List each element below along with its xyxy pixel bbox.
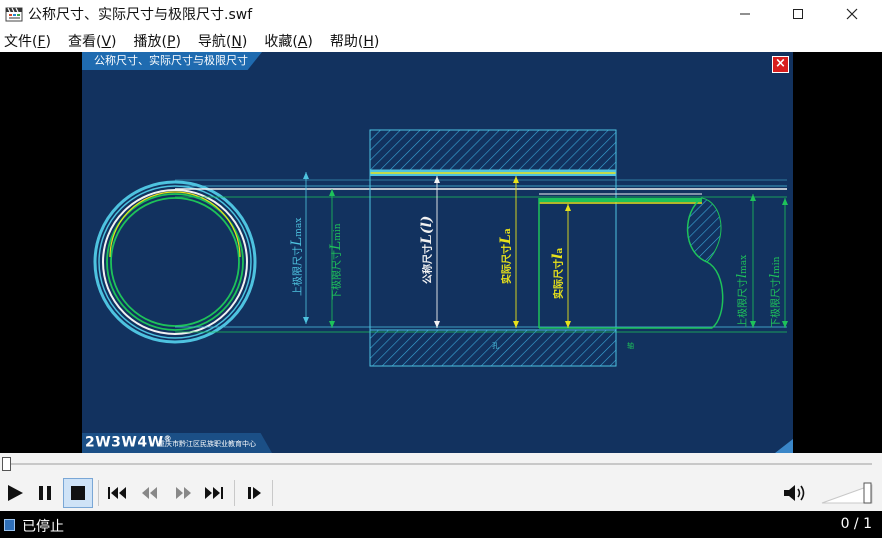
label-upper-limit-right: 上极限尺寸lmax	[735, 255, 750, 328]
dimension-arrows	[303, 172, 788, 328]
label-nominal-size: 公称尺寸L(l)	[419, 216, 435, 284]
menu-help[interactable]: 帮助(H)	[329, 34, 380, 50]
close-icon	[846, 8, 858, 20]
maximize-icon	[793, 9, 803, 19]
fast-forward-button[interactable]	[168, 478, 198, 508]
pause-icon	[39, 486, 51, 500]
step-forward-icon	[248, 487, 261, 499]
skip-to-end-button[interactable]	[199, 478, 229, 508]
document-icon	[4, 519, 15, 531]
label-lower-limit-left: 下极限尺寸Lmin	[328, 223, 344, 300]
brand-logo-text: 2W3W4W®	[85, 434, 173, 451]
separator	[272, 480, 273, 506]
cross-section-circles	[93, 180, 257, 344]
movie-stage: 公称尺寸、实际尺寸与极限尺寸 ×	[0, 52, 882, 453]
minimize-icon	[740, 13, 750, 15]
film-clapper-icon	[5, 7, 23, 22]
separator	[98, 480, 99, 506]
menu-bar: 文件(F) 查看(V) 播放(P) 导航(N) 收藏(A) 帮助(H)	[0, 28, 882, 52]
page-counter: 0 / 1	[840, 516, 872, 532]
brand-banner: 2W3W4W® 重庆市黔江区民族职业教育中心	[82, 433, 272, 453]
stop-icon	[71, 486, 85, 500]
speaker-icon	[784, 485, 805, 501]
fast-forward-icon	[176, 487, 191, 499]
window-edge	[876, 0, 882, 538]
seek-track[interactable]	[8, 463, 872, 465]
flash-movie[interactable]: 公称尺寸、实际尺寸与极限尺寸 ×	[82, 52, 793, 453]
mute-button[interactable]	[780, 478, 810, 508]
stop-button[interactable]	[63, 478, 93, 508]
menu-navigate[interactable]: 导航(N)	[197, 34, 248, 50]
menu-file[interactable]: 文件(F)	[4, 34, 51, 50]
volume-slider[interactable]	[820, 481, 876, 505]
title-bar: 公称尺寸、实际尺寸与极限尺寸.swf	[0, 0, 882, 28]
shaft	[538, 193, 724, 329]
rewind-button[interactable]	[135, 478, 165, 508]
separator	[234, 480, 235, 506]
step-forward-button[interactable]	[240, 478, 270, 508]
menu-favorites[interactable]: 收藏(A)	[264, 34, 313, 50]
skip-to-start-button[interactable]	[102, 478, 132, 508]
playback-controls	[0, 475, 882, 511]
play-button[interactable]	[0, 478, 30, 508]
label-lower-limit-right: 下极限尺寸lmin	[768, 256, 783, 328]
pause-button[interactable]	[30, 478, 60, 508]
label-actual-shaft: 实际尺寸la	[550, 248, 566, 299]
skip-to-end-icon	[205, 487, 223, 499]
tolerance-diagram: 上极限尺寸Lmax 下极限尺寸Lmin 公称尺寸L(l) 实际尺寸La 实际尺寸…	[93, 129, 788, 367]
brand-subtitle: 重庆市黔江区民族职业教育中心	[158, 440, 256, 448]
shaft-mark: 轴	[627, 341, 634, 350]
status-bar: 已停止 0 / 1	[0, 511, 882, 538]
maximize-button[interactable]	[775, 0, 821, 28]
movie-close-button[interactable]: ×	[772, 56, 789, 73]
minimize-button[interactable]	[722, 0, 768, 28]
reference-lines	[175, 179, 787, 333]
hole-mark: 孔	[492, 342, 499, 350]
movie-title-tab: 公称尺寸、实际尺寸与极限尺寸	[82, 52, 262, 70]
skip-to-start-icon	[108, 487, 126, 499]
play-icon	[8, 485, 23, 501]
label-actual-hole: 实际尺寸La	[498, 228, 514, 284]
menu-play[interactable]: 播放(P)	[133, 34, 181, 50]
window-title: 公称尺寸、实际尺寸与极限尺寸.swf	[28, 7, 253, 23]
seek-bar[interactable]	[0, 453, 882, 475]
seek-thumb[interactable]	[2, 457, 11, 471]
menu-view[interactable]: 查看(V)	[68, 34, 117, 50]
label-upper-limit-left: 上极限尺寸Lmax	[289, 218, 305, 296]
rewind-icon	[142, 487, 157, 499]
close-button[interactable]	[829, 0, 875, 28]
status-text: 已停止	[22, 519, 64, 535]
